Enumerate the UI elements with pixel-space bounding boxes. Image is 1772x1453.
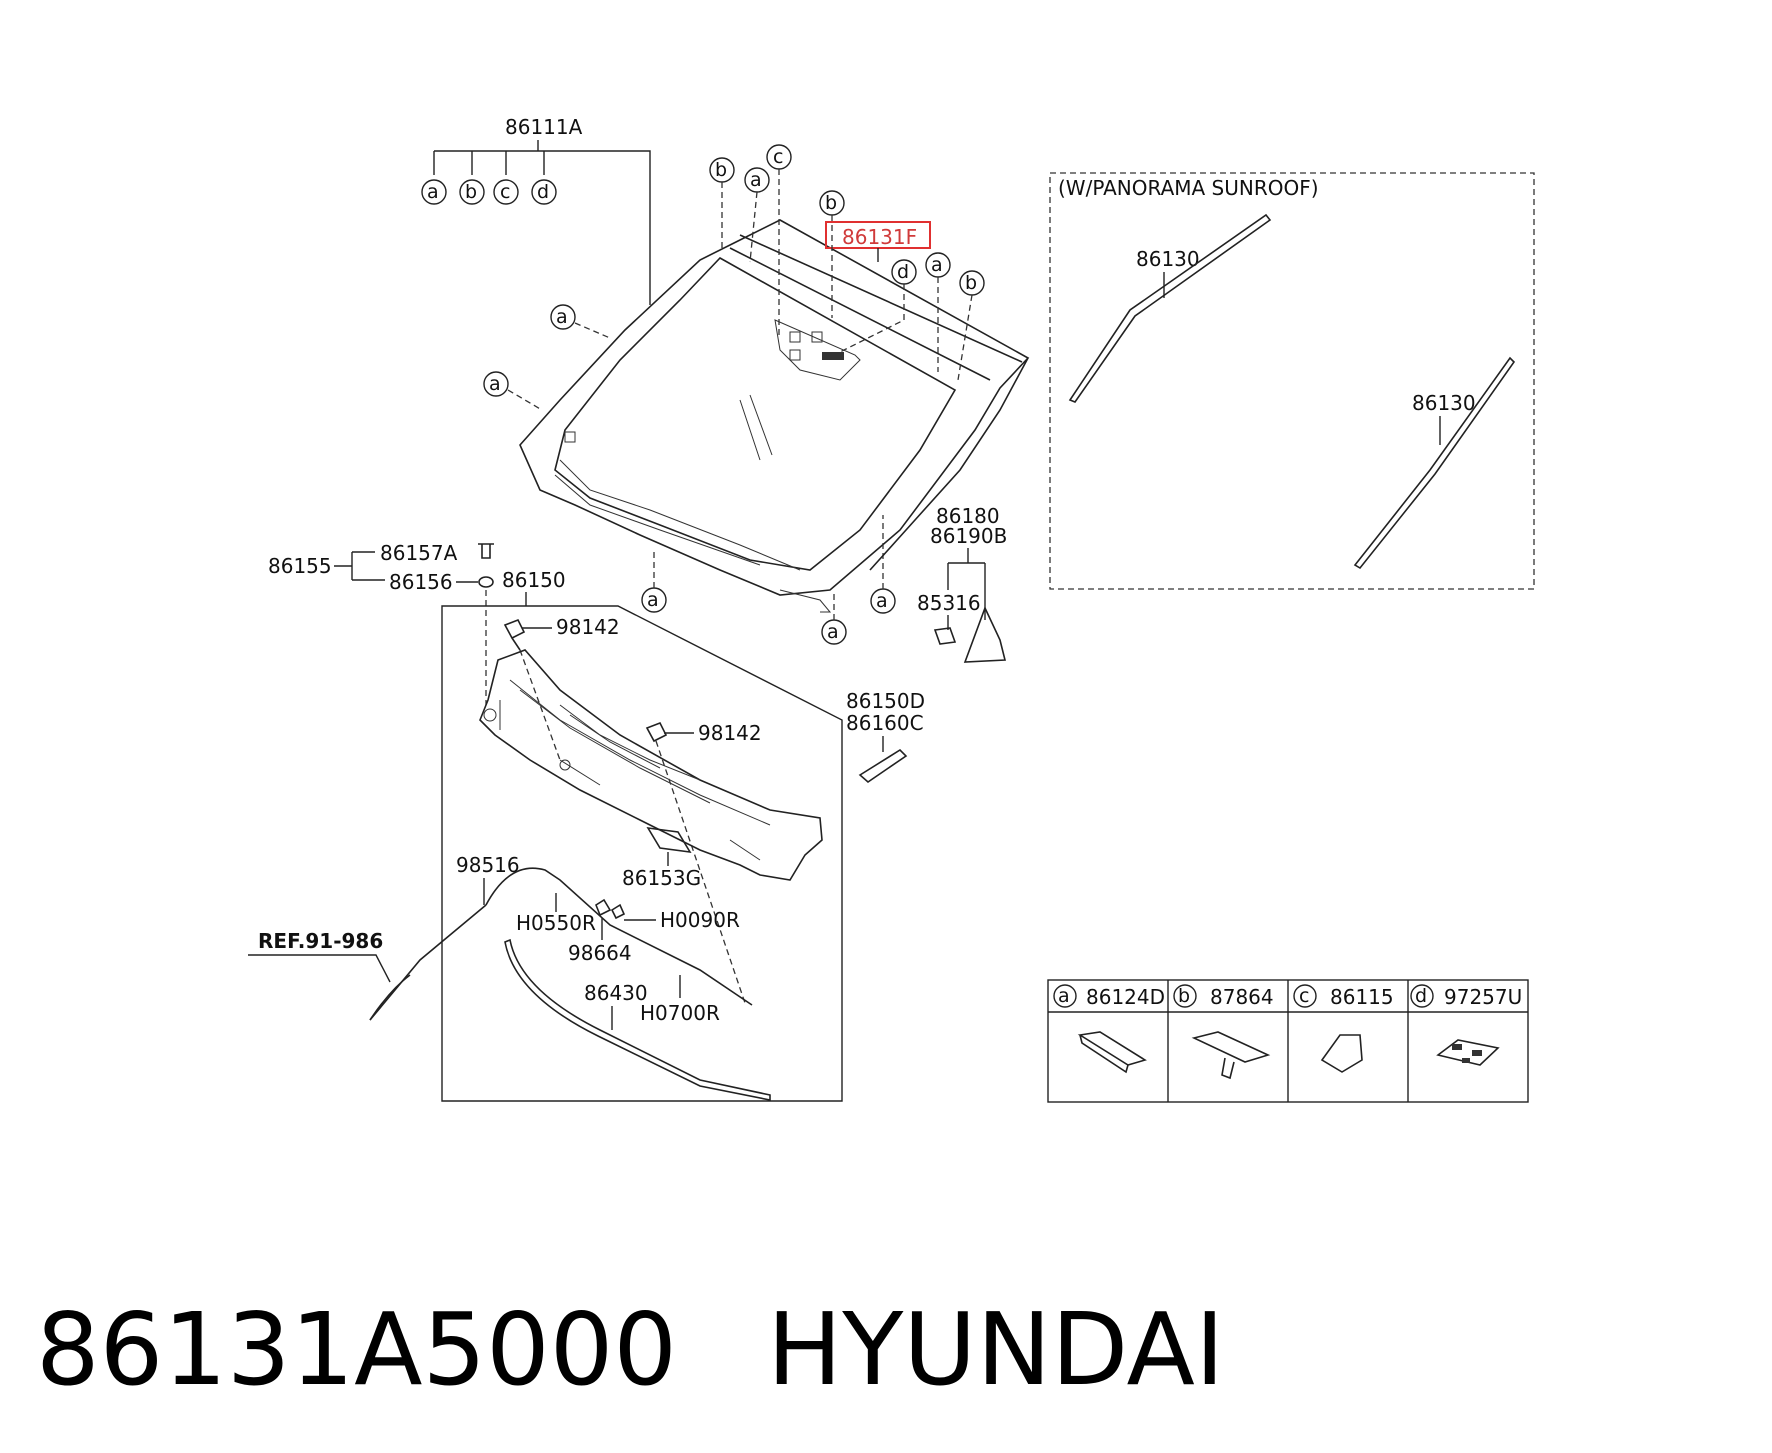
label-86180: 86180: [936, 504, 1000, 528]
label-86150D: 86150D: [846, 689, 925, 713]
label-98516: 98516: [456, 853, 520, 877]
label-86190B: 86190B: [930, 524, 1007, 548]
legend-part-d: 97257U: [1444, 985, 1522, 1009]
nozzle-98142-b-part: [645, 721, 668, 743]
svg-text:c: c: [500, 181, 510, 203]
label-98142-a: 98142: [556, 615, 620, 639]
cowl-box: [441, 605, 843, 1102]
label-86156: 86156: [389, 570, 453, 594]
label-86131F: 86131F: [842, 225, 917, 249]
panorama-box: [1049, 172, 1535, 590]
svg-text:c: c: [773, 146, 783, 168]
svg-text:b: b: [825, 192, 837, 214]
callout-a-4: a: [483, 371, 509, 397]
clip-86156-part: [478, 576, 494, 588]
callout-b-1: b: [709, 157, 735, 183]
panorama-note: (W/PANORAMA SUNROOF): [1058, 176, 1319, 200]
label-86155: 86155: [268, 554, 332, 578]
label-86111A: 86111A: [505, 115, 583, 139]
label-85316: 85316: [917, 591, 981, 615]
label-H0090R: H0090R: [660, 908, 740, 932]
callout-c-1: c: [766, 144, 792, 170]
label-86130-b: 86130: [1412, 391, 1476, 415]
label-H0550R: H0550R: [516, 911, 596, 935]
svg-text:b: b: [465, 181, 477, 203]
legend-part-a: 86124D: [1086, 985, 1165, 1009]
connector-98664-part: [595, 898, 612, 917]
label-86160C: 86160C: [846, 711, 924, 735]
callout-d-top: d: [531, 179, 557, 205]
callout-a-1: a: [744, 167, 770, 193]
svg-text:d: d: [897, 261, 909, 283]
brand-name: HYUNDAI: [767, 1291, 1225, 1408]
label-86157A: 86157A: [380, 541, 458, 565]
legend-d: d 97257U: [1410, 984, 1522, 1066]
svg-text:a: a: [876, 590, 888, 612]
strip-86430-part: [504, 938, 771, 1101]
washer-hose-left: [369, 904, 487, 1021]
svg-text:b: b: [715, 159, 727, 181]
seal-86153G-part: [646, 826, 692, 854]
delta-cover-part: [963, 605, 1007, 663]
clip-86157A-part: [478, 543, 494, 559]
cowl-top-panel: [479, 649, 823, 881]
callout-b-3: b: [959, 270, 985, 296]
label-98664: 98664: [568, 941, 632, 965]
ref-label: REF.91-986: [258, 929, 383, 953]
label-98142-b: 98142: [698, 721, 762, 745]
callout-a-3: a: [550, 304, 576, 330]
callout-a-7: a: [870, 588, 896, 614]
legend-table: [1047, 979, 1529, 1103]
svg-text:a: a: [489, 373, 501, 395]
nozzle-98142-a-part: [503, 618, 526, 651]
svg-text:a: a: [427, 181, 439, 203]
svg-text:c: c: [1299, 985, 1309, 1007]
callout-a-top: a: [421, 179, 447, 205]
callout-c-top: c: [493, 179, 519, 205]
hose-H0090R-part: [610, 903, 626, 920]
garnish-86150D-part: [858, 748, 908, 784]
side-molding: [869, 357, 1029, 571]
legend-b: b 87864: [1173, 984, 1274, 1080]
callout-b-top: b: [459, 179, 485, 205]
ref-hose-part: [369, 974, 411, 1021]
svg-text:a: a: [750, 169, 762, 191]
legend-c: c 86115: [1293, 984, 1394, 1073]
svg-text:a: a: [647, 589, 659, 611]
label-H0700R: H0700R: [640, 1001, 720, 1025]
label-86153G: 86153G: [622, 866, 701, 890]
legend-part-c: 86115: [1330, 985, 1394, 1009]
clip-85316-part: [933, 627, 957, 645]
svg-text:a: a: [556, 306, 568, 328]
panorama-molding-b: [1353, 356, 1516, 570]
svg-text:d: d: [1415, 985, 1427, 1007]
part-number: 86131A5000: [36, 1291, 678, 1408]
legend-a: a 86124D: [1053, 984, 1165, 1074]
svg-text:b: b: [1178, 985, 1190, 1007]
washer-hose: [485, 867, 753, 1006]
svg-text:a: a: [1058, 985, 1070, 1007]
footer-title: 86131A5000 HYUNDAI: [36, 1290, 1224, 1410]
callout-a-2: a: [925, 252, 951, 278]
legend-part-b: 87864: [1210, 985, 1274, 1009]
svg-text:a: a: [827, 621, 839, 643]
callout-b-2: b: [819, 190, 845, 216]
windshield-glass: [519, 219, 1030, 613]
label-86130-a: 86130: [1136, 247, 1200, 271]
svg-text:b: b: [965, 272, 977, 294]
panorama-molding-a: [1068, 213, 1272, 403]
label-86150: 86150: [502, 568, 566, 592]
callout-d-1: d: [891, 259, 917, 285]
callout-a-5: a: [641, 587, 667, 613]
callout-a-6: a: [821, 619, 847, 645]
svg-text:a: a: [931, 254, 943, 276]
label-86430: 86430: [584, 981, 648, 1005]
svg-text:d: d: [537, 181, 549, 203]
